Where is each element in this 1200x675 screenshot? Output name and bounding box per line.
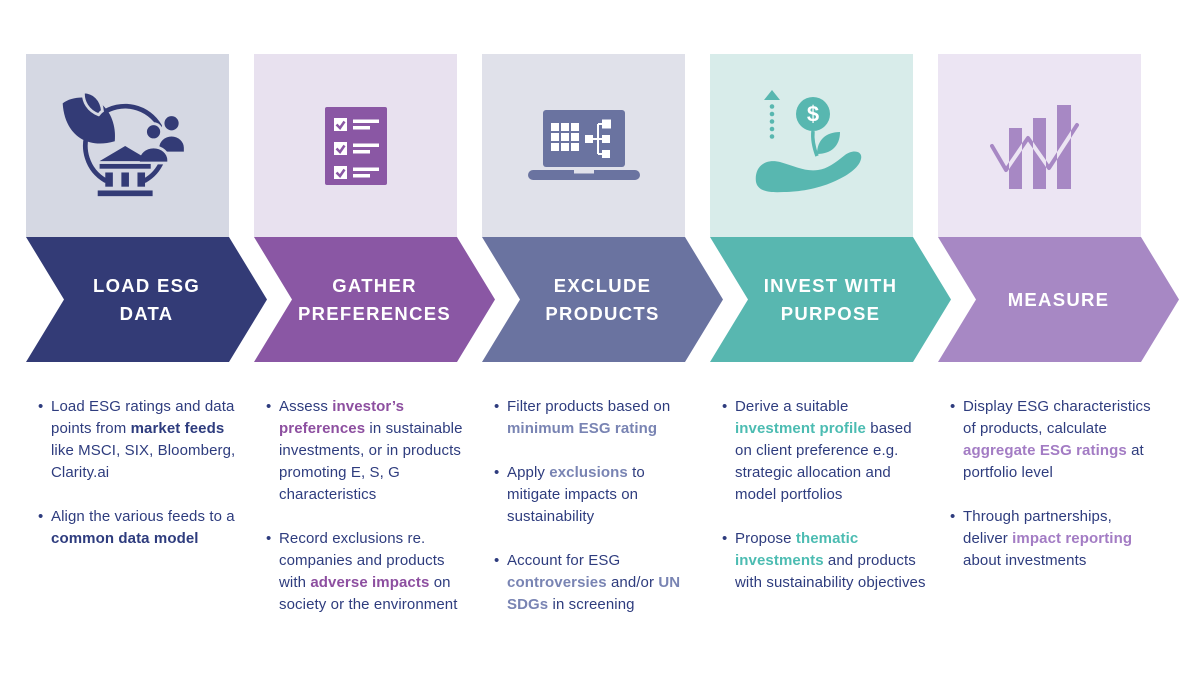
bullet-list: Assess investor’s preferences in sustain… — [266, 396, 472, 616]
process-columns: LOAD ESG DATA Load ESG ratings and data … — [26, 54, 1179, 638]
bullet-item: Load ESG ratings and data points from ma… — [38, 396, 244, 484]
impact-measurement-icon — [989, 104, 1079, 189]
bullet-list: Filter products based on minimum ESG rat… — [494, 396, 700, 616]
preferences-checklist-icon — [324, 106, 387, 185]
step-arrow-exclude-products: EXCLUDE PRODUCTS — [482, 237, 723, 362]
bullet-item: Apply exclusions to mitigate impacts on … — [494, 462, 700, 528]
step-column-exclude-products: EXCLUDE PRODUCTS Filter products based o… — [482, 54, 723, 638]
step-arrow-gather-preferences: GATHER PREFERENCES — [254, 237, 495, 362]
step-arrow-invest-with-purpose: INVEST WITH PURPOSE — [710, 237, 951, 362]
step-column-invest-with-purpose: $ INVEST WITH PURPOSE Derive a suitable … — [710, 54, 951, 638]
step-title: INVEST WITH — [763, 274, 898, 296]
step-title-line2: PREFERENCES — [297, 302, 452, 324]
dollar-glyph: $ — [806, 101, 818, 126]
step-title-line2: PURPOSE — [780, 302, 881, 324]
step-title: LOAD ESG — [92, 274, 201, 296]
bullet-item: Display ESG characteristics of products,… — [950, 396, 1156, 484]
step-icon-panel — [26, 54, 229, 237]
esg-data-sources-icon — [62, 91, 184, 197]
step-title: MEASURE — [1007, 288, 1110, 310]
bullet-item: Record exclusions re. companies and prod… — [266, 528, 472, 616]
step-icon-panel — [938, 54, 1141, 237]
step-arrow-load-esg-data: LOAD ESG DATA — [26, 237, 267, 362]
product-screening-icon — [527, 109, 640, 180]
step-icon-panel: $ — [710, 54, 913, 237]
bullet-item: Derive a suitable investment profile bas… — [722, 396, 928, 506]
step-title: EXCLUDE — [553, 274, 652, 296]
step-column-load-esg-data: LOAD ESG DATA Load ESG ratings and data … — [26, 54, 267, 638]
purpose-investing-icon: $ — [755, 89, 861, 192]
step-arrow-measure: MEASURE — [938, 237, 1179, 362]
step-title: GATHER — [332, 274, 417, 296]
step-icon-panel — [254, 54, 457, 237]
bullet-list: Load ESG ratings and data points from ma… — [38, 396, 244, 550]
bullet-list: Derive a suitable investment profile bas… — [722, 396, 928, 594]
bullet-item: Account for ESG controversies and/or UN … — [494, 550, 700, 616]
bullet-item: Align the various feeds to a common data… — [38, 506, 244, 550]
bullet-item: Assess investor’s preferences in sustain… — [266, 396, 472, 506]
bullet-item: Filter products based on minimum ESG rat… — [494, 396, 700, 440]
bullet-item: Propose thematic investments and product… — [722, 528, 928, 594]
step-column-measure: MEASURE Display ESG characteristics of p… — [938, 54, 1179, 638]
bullet-list: Display ESG characteristics of products,… — [950, 396, 1156, 572]
step-title-line2: PRODUCTS — [545, 302, 660, 324]
step-title-line2: DATA — [119, 302, 174, 324]
bullet-item: Through partnerships, deliver impact rep… — [950, 506, 1156, 572]
step-column-gather-preferences: GATHER PREFERENCES Assess investor’s pre… — [254, 54, 495, 638]
step-icon-panel — [482, 54, 685, 237]
